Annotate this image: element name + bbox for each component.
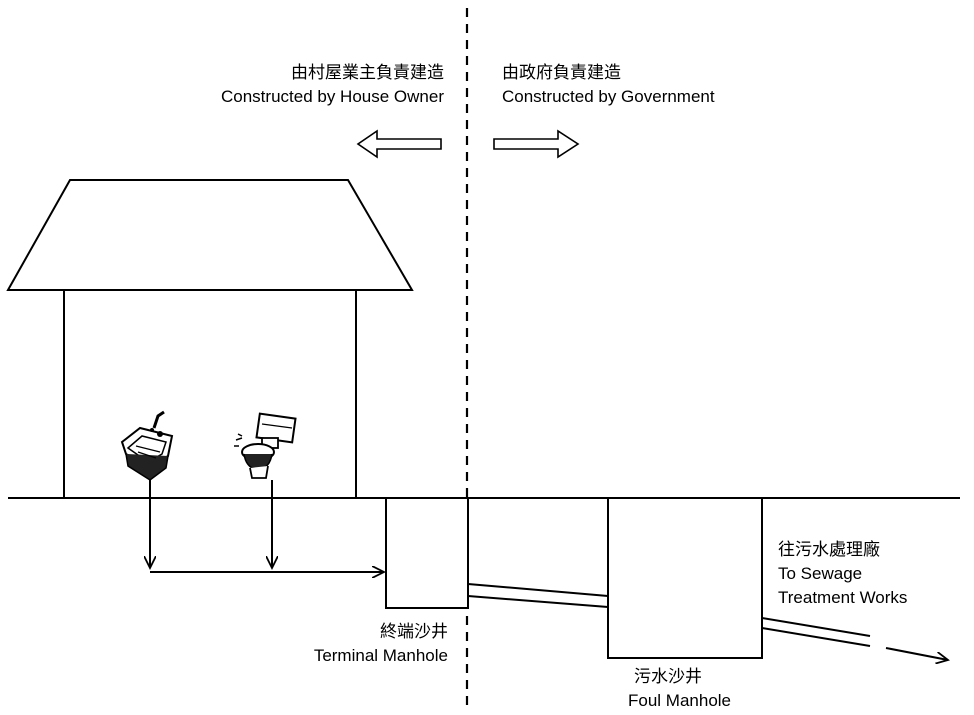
terminal-manhole-label-en: Terminal Manhole — [313, 646, 448, 665]
government-direction-arrow — [493, 129, 580, 159]
terminal-manhole — [385, 497, 469, 609]
house-wall — [63, 289, 357, 499]
foul-manhole-label-en: Foul Manhole — [628, 691, 732, 710]
sewer-pipe-upper — [467, 583, 609, 597]
treatment-works-label-en-1: To Sewage — [778, 564, 863, 583]
treatment-works-label-zh: 往污水處理廠 — [778, 540, 880, 559]
terminal-manhole-label-zh: 終端沙井 — [380, 622, 448, 641]
foul-manhole-label-zh: 污水沙井 — [634, 667, 702, 686]
house-roof — [6, 179, 414, 291]
sink-icon — [120, 410, 174, 481]
outfall-pipe-lower — [761, 627, 871, 647]
treatment-works-label-en-2: Treatment Works — [778, 588, 908, 607]
sewer-pipe-lower — [467, 595, 609, 608]
toilet-icon — [234, 412, 297, 479]
to-treatment-works-arrow — [885, 647, 948, 660]
government-label-en: Constructed by Government — [502, 87, 715, 106]
foul-manhole — [607, 497, 763, 659]
government-label-zh: 由政府負責建造 — [502, 63, 621, 82]
owner-label-en: Constructed by House Owner — [221, 87, 444, 106]
owner-direction-arrow — [356, 129, 442, 159]
outfall-pipe-upper — [761, 617, 871, 637]
owner-label-zh: 由村屋業主負責建造 — [291, 63, 444, 82]
